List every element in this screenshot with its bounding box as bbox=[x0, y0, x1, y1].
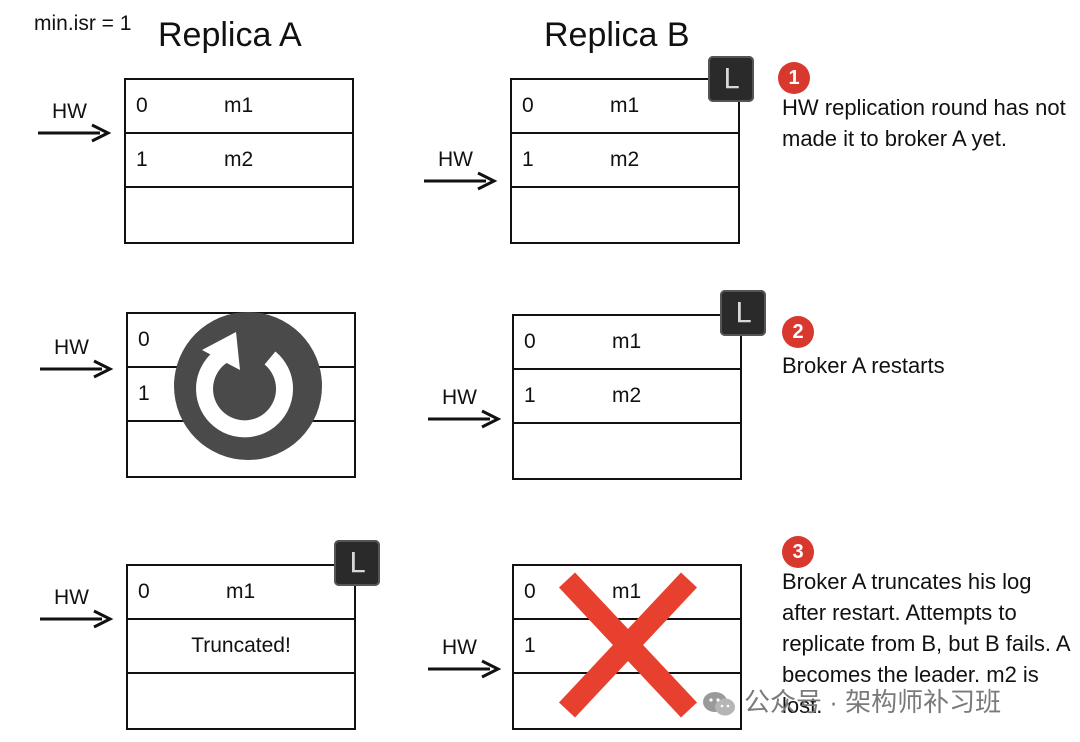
restart-icon bbox=[174, 312, 322, 460]
step-note: Broker A restarts bbox=[782, 353, 945, 378]
offset: 1 bbox=[138, 382, 150, 405]
hw-label: HW bbox=[54, 336, 89, 359]
leader-badge-icon: L bbox=[334, 540, 380, 586]
watermark: 公众号 · 架构师补习班 bbox=[702, 682, 1001, 719]
message: m2 bbox=[612, 384, 642, 407]
message: m1 bbox=[612, 580, 642, 603]
log-replica-a-step1: 0 m1 1 m2 bbox=[124, 78, 354, 244]
hw-arrow-icon bbox=[38, 123, 112, 143]
hw-arrow-icon bbox=[40, 609, 114, 629]
offset: 0 bbox=[524, 580, 536, 603]
offset: 1 bbox=[524, 384, 536, 407]
hw-arrow-icon bbox=[428, 659, 502, 679]
log-row bbox=[514, 424, 740, 478]
log-replica-b-step2: 0 m1 1 m2 bbox=[512, 314, 742, 480]
message: m1 bbox=[226, 580, 256, 603]
message: m2 bbox=[224, 148, 254, 171]
log-replica-a-step3: 0 m1 Truncated! bbox=[126, 564, 356, 730]
message: m1 bbox=[612, 330, 642, 353]
log-row-truncated: Truncated! bbox=[128, 620, 354, 674]
truncated-label: Truncated! bbox=[191, 634, 291, 657]
log-row: 1 m2 bbox=[126, 134, 352, 188]
hw-label: HW bbox=[438, 148, 473, 171]
offset: 0 bbox=[522, 94, 534, 117]
hw-label: HW bbox=[442, 636, 477, 659]
message: m2 bbox=[610, 148, 640, 171]
offset: 0 bbox=[138, 580, 150, 603]
wechat-icon bbox=[703, 692, 735, 716]
log-row bbox=[128, 674, 354, 728]
offset: 1 bbox=[524, 634, 536, 657]
log-replica-b-step1: 0 m1 1 m2 bbox=[510, 78, 740, 244]
hw-label: HW bbox=[54, 586, 89, 609]
leader-badge-icon: L bbox=[720, 290, 766, 336]
message: m1 bbox=[224, 94, 254, 117]
failed-cross-icon bbox=[558, 572, 698, 718]
log-row: 1 m2 bbox=[512, 134, 738, 188]
step-note: HW replication round has not made it to … bbox=[782, 95, 1066, 151]
hw-arrow-icon bbox=[40, 359, 114, 379]
log-row: 0 m1 bbox=[512, 80, 738, 134]
offset: 1 bbox=[136, 148, 148, 171]
step-note: Broker A truncates his log after restart… bbox=[782, 569, 1070, 718]
log-row: 0 m1 bbox=[126, 80, 352, 134]
hw-label: HW bbox=[52, 100, 87, 123]
offset: 0 bbox=[136, 94, 148, 117]
offset: 1 bbox=[522, 148, 534, 171]
log-row: 1 m2 bbox=[514, 370, 740, 424]
log-row: 0 m1 bbox=[514, 566, 740, 620]
hw-arrow-icon bbox=[424, 171, 498, 191]
hw-arrow-icon bbox=[428, 409, 502, 429]
log-row: 1 bbox=[514, 620, 740, 674]
hw-label: HW bbox=[442, 386, 477, 409]
offset: 0 bbox=[524, 330, 536, 353]
step-number-badge: 3 bbox=[782, 536, 814, 568]
log-row bbox=[126, 188, 352, 242]
config-note: min.isr = 1 bbox=[34, 12, 132, 35]
log-row: 0 m1 bbox=[128, 566, 354, 620]
log-row: 0 m1 bbox=[514, 316, 740, 370]
offset: 0 bbox=[138, 328, 150, 351]
replica-b-heading: Replica B bbox=[544, 16, 690, 54]
watermark-text: 公众号 · 架构师补习班 bbox=[744, 687, 1002, 717]
message: m1 bbox=[610, 94, 640, 117]
step-number-badge: 2 bbox=[782, 316, 814, 348]
leader-badge-icon: L bbox=[708, 56, 754, 102]
log-row bbox=[512, 188, 738, 242]
replica-a-heading: Replica A bbox=[158, 16, 302, 54]
step-number-badge: 1 bbox=[778, 62, 810, 94]
